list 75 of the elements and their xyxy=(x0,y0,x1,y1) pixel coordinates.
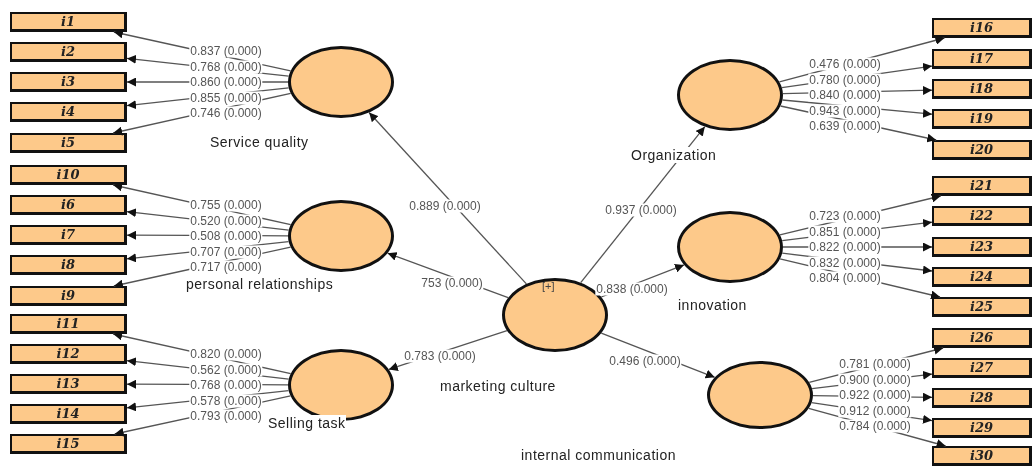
indicator-box: i19 xyxy=(932,109,1032,129)
arrow xyxy=(368,111,528,285)
edge-label: 0.707 (0.000) xyxy=(189,245,263,258)
construct-label: marketing culture xyxy=(440,378,556,394)
indicator-box: i20 xyxy=(932,140,1032,160)
indicator-box: i15 xyxy=(10,434,127,454)
indicator-box: i16 xyxy=(932,18,1032,38)
edge-label: 0.781 (0.000) xyxy=(838,357,912,371)
edge-label: 0.723 (0.000) xyxy=(808,209,882,223)
edge-label: 0.889 (0.000) xyxy=(408,199,482,213)
indicator-box: i2 xyxy=(10,42,127,62)
expand-marker: [+] xyxy=(542,280,555,292)
indicator-box: i1 xyxy=(10,12,127,32)
indicator-box: i11 xyxy=(10,314,127,334)
edge-label: 753 (0.000) xyxy=(420,276,484,290)
edge-label: 0.912 (0.000) xyxy=(838,404,912,417)
indicator-box: i25 xyxy=(932,297,1032,317)
edge-label: 0.922 (0.000) xyxy=(838,388,912,402)
edge-label: 0.837 (0.000) xyxy=(189,44,263,58)
indicator-box: i29 xyxy=(932,418,1032,438)
edge-label: 0.937 (0.000) xyxy=(604,203,678,217)
indicator-box: i13 xyxy=(10,374,127,394)
indicator-box: i7 xyxy=(10,225,127,245)
construct-label: Selling task xyxy=(268,415,346,431)
edge-label: 0.822 (0.000) xyxy=(808,240,882,254)
indicator-box: i24 xyxy=(932,267,1032,287)
edge-label: 0.832 (0.000) xyxy=(808,256,882,269)
indicator-box: i21 xyxy=(932,176,1032,196)
indicator-box: i14 xyxy=(10,404,127,424)
indicator-box: i26 xyxy=(932,328,1032,348)
indicator-box: i8 xyxy=(10,255,127,275)
indicator-box: i9 xyxy=(10,286,127,306)
indicator-box: i12 xyxy=(10,344,127,364)
edge-label: 0.784 (0.000) xyxy=(838,419,912,433)
edge-label: 0.746 (0.000) xyxy=(189,106,263,120)
edge-label: 0.793 (0.000) xyxy=(189,409,263,423)
edge-label: 0.855 (0.000) xyxy=(189,91,263,104)
indicator-box: i28 xyxy=(932,388,1032,408)
edge-label: 0.943 (0.000) xyxy=(808,104,882,117)
indicator-box: i18 xyxy=(932,79,1032,99)
edge-label: 0.508 (0.000) xyxy=(189,229,263,243)
edge-label: 0.755 (0.000) xyxy=(189,198,263,212)
edge-label: 0.639 (0.000) xyxy=(808,119,882,133)
construct-label: Organization xyxy=(631,147,717,163)
edge-label: 0.562 (0.000) xyxy=(189,363,263,376)
edge-label: 0.783 (0.000) xyxy=(403,349,477,363)
edge-label: 0.840 (0.000) xyxy=(808,88,882,102)
edge-label: 0.768 (0.000) xyxy=(189,378,263,392)
indicator-box: i4 xyxy=(10,102,127,122)
edge-label: 0.578 (0.000) xyxy=(189,394,263,407)
edge-label: 0.900 (0.000) xyxy=(838,373,912,386)
indicator-box: i22 xyxy=(932,206,1032,226)
indicator-box: i17 xyxy=(932,49,1032,69)
indicator-box: i10 xyxy=(10,165,127,185)
indicator-box: i27 xyxy=(932,358,1032,378)
edge-label: 0.520 (0.000) xyxy=(189,214,263,227)
edge-label: 0.851 (0.000) xyxy=(808,225,882,238)
edge-label: 0.820 (0.000) xyxy=(189,347,263,361)
edge-label: 0.804 (0.000) xyxy=(808,271,882,285)
indicator-box: i23 xyxy=(932,237,1032,257)
construct-label: personal relationships xyxy=(186,276,334,292)
edge-label: 0.860 (0.000) xyxy=(189,75,263,89)
construct-label: internal communication xyxy=(521,447,676,463)
edge-label: 0.717 (0.000) xyxy=(189,260,263,274)
construct-label: Service quality xyxy=(210,134,309,150)
indicator-box: i5 xyxy=(10,133,127,153)
edge-label: 0.496 (0.000) xyxy=(608,354,682,368)
edge-label: 0.838 (0.000) xyxy=(595,282,669,296)
edge-label: 0.768 (0.000) xyxy=(189,60,263,73)
indicator-box: i30 xyxy=(932,446,1032,466)
edge-label: 0.780 (0.000) xyxy=(808,73,882,86)
indicator-box: i3 xyxy=(10,72,127,92)
edge-label: 0.476 (0.000) xyxy=(808,57,882,71)
indicator-box: i6 xyxy=(10,195,127,215)
construct-label: innovation xyxy=(678,297,747,313)
